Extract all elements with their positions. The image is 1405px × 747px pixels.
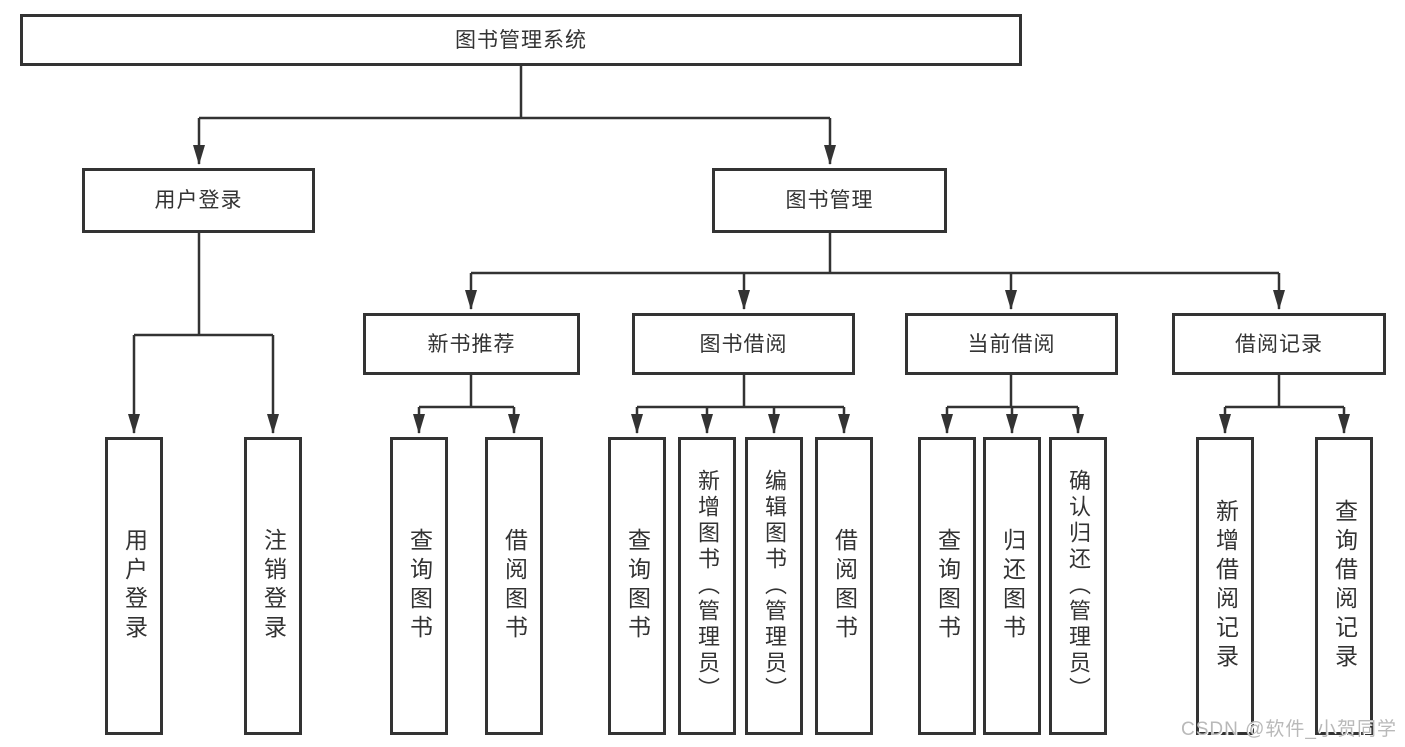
node-new-book-recommendation: 新书推荐 bbox=[363, 313, 580, 375]
connector-book-management-bus bbox=[471, 233, 1279, 275]
node-current-borrowing: 当前借阅 bbox=[905, 313, 1118, 375]
leaf-logout: 注销登录 bbox=[244, 437, 302, 735]
connector-current-bus bbox=[947, 375, 1078, 409]
connector-borrowing-bus bbox=[637, 375, 844, 409]
node-root: 图书管理系统 bbox=[20, 14, 1022, 66]
leaf-edit-books-admin: 编辑图书（管理员） bbox=[745, 437, 803, 735]
connector-root-bus bbox=[199, 66, 830, 120]
leaf-add-books-admin: 新增图书（管理员） bbox=[678, 437, 736, 735]
connector-records-bus bbox=[1225, 375, 1344, 409]
leaf-query-books-recommend: 查询图书 bbox=[390, 437, 448, 735]
node-book-management: 图书管理 bbox=[712, 168, 947, 233]
node-borrowing-records: 借阅记录 bbox=[1172, 313, 1386, 375]
leaf-return-books: 归还图书 bbox=[983, 437, 1041, 735]
node-user-login: 用户登录 bbox=[82, 168, 315, 233]
csdn-watermark: CSDN @软件_小贺同学 bbox=[1181, 719, 1397, 740]
connector-group bbox=[128, 66, 1350, 434]
leaf-query-books-current: 查询图书 bbox=[918, 437, 976, 735]
leaf-borrow-books-borrow: 借阅图书 bbox=[815, 437, 873, 735]
node-book-borrowing: 图书借阅 bbox=[632, 313, 855, 375]
connector-user-login-bus bbox=[134, 233, 273, 337]
leaf-user-login: 用户登录 bbox=[105, 437, 163, 735]
leaf-query-books-borrow: 查询图书 bbox=[608, 437, 666, 735]
leaf-add-borrow-record: 新增借阅记录 bbox=[1196, 437, 1254, 735]
leaf-query-borrow-record: 查询借阅记录 bbox=[1315, 437, 1373, 735]
connector-recommend-bus bbox=[419, 375, 514, 409]
leaf-borrow-books-recommend: 借阅图书 bbox=[485, 437, 543, 735]
leaf-confirm-return-admin: 确认归还（管理员） bbox=[1049, 437, 1107, 735]
